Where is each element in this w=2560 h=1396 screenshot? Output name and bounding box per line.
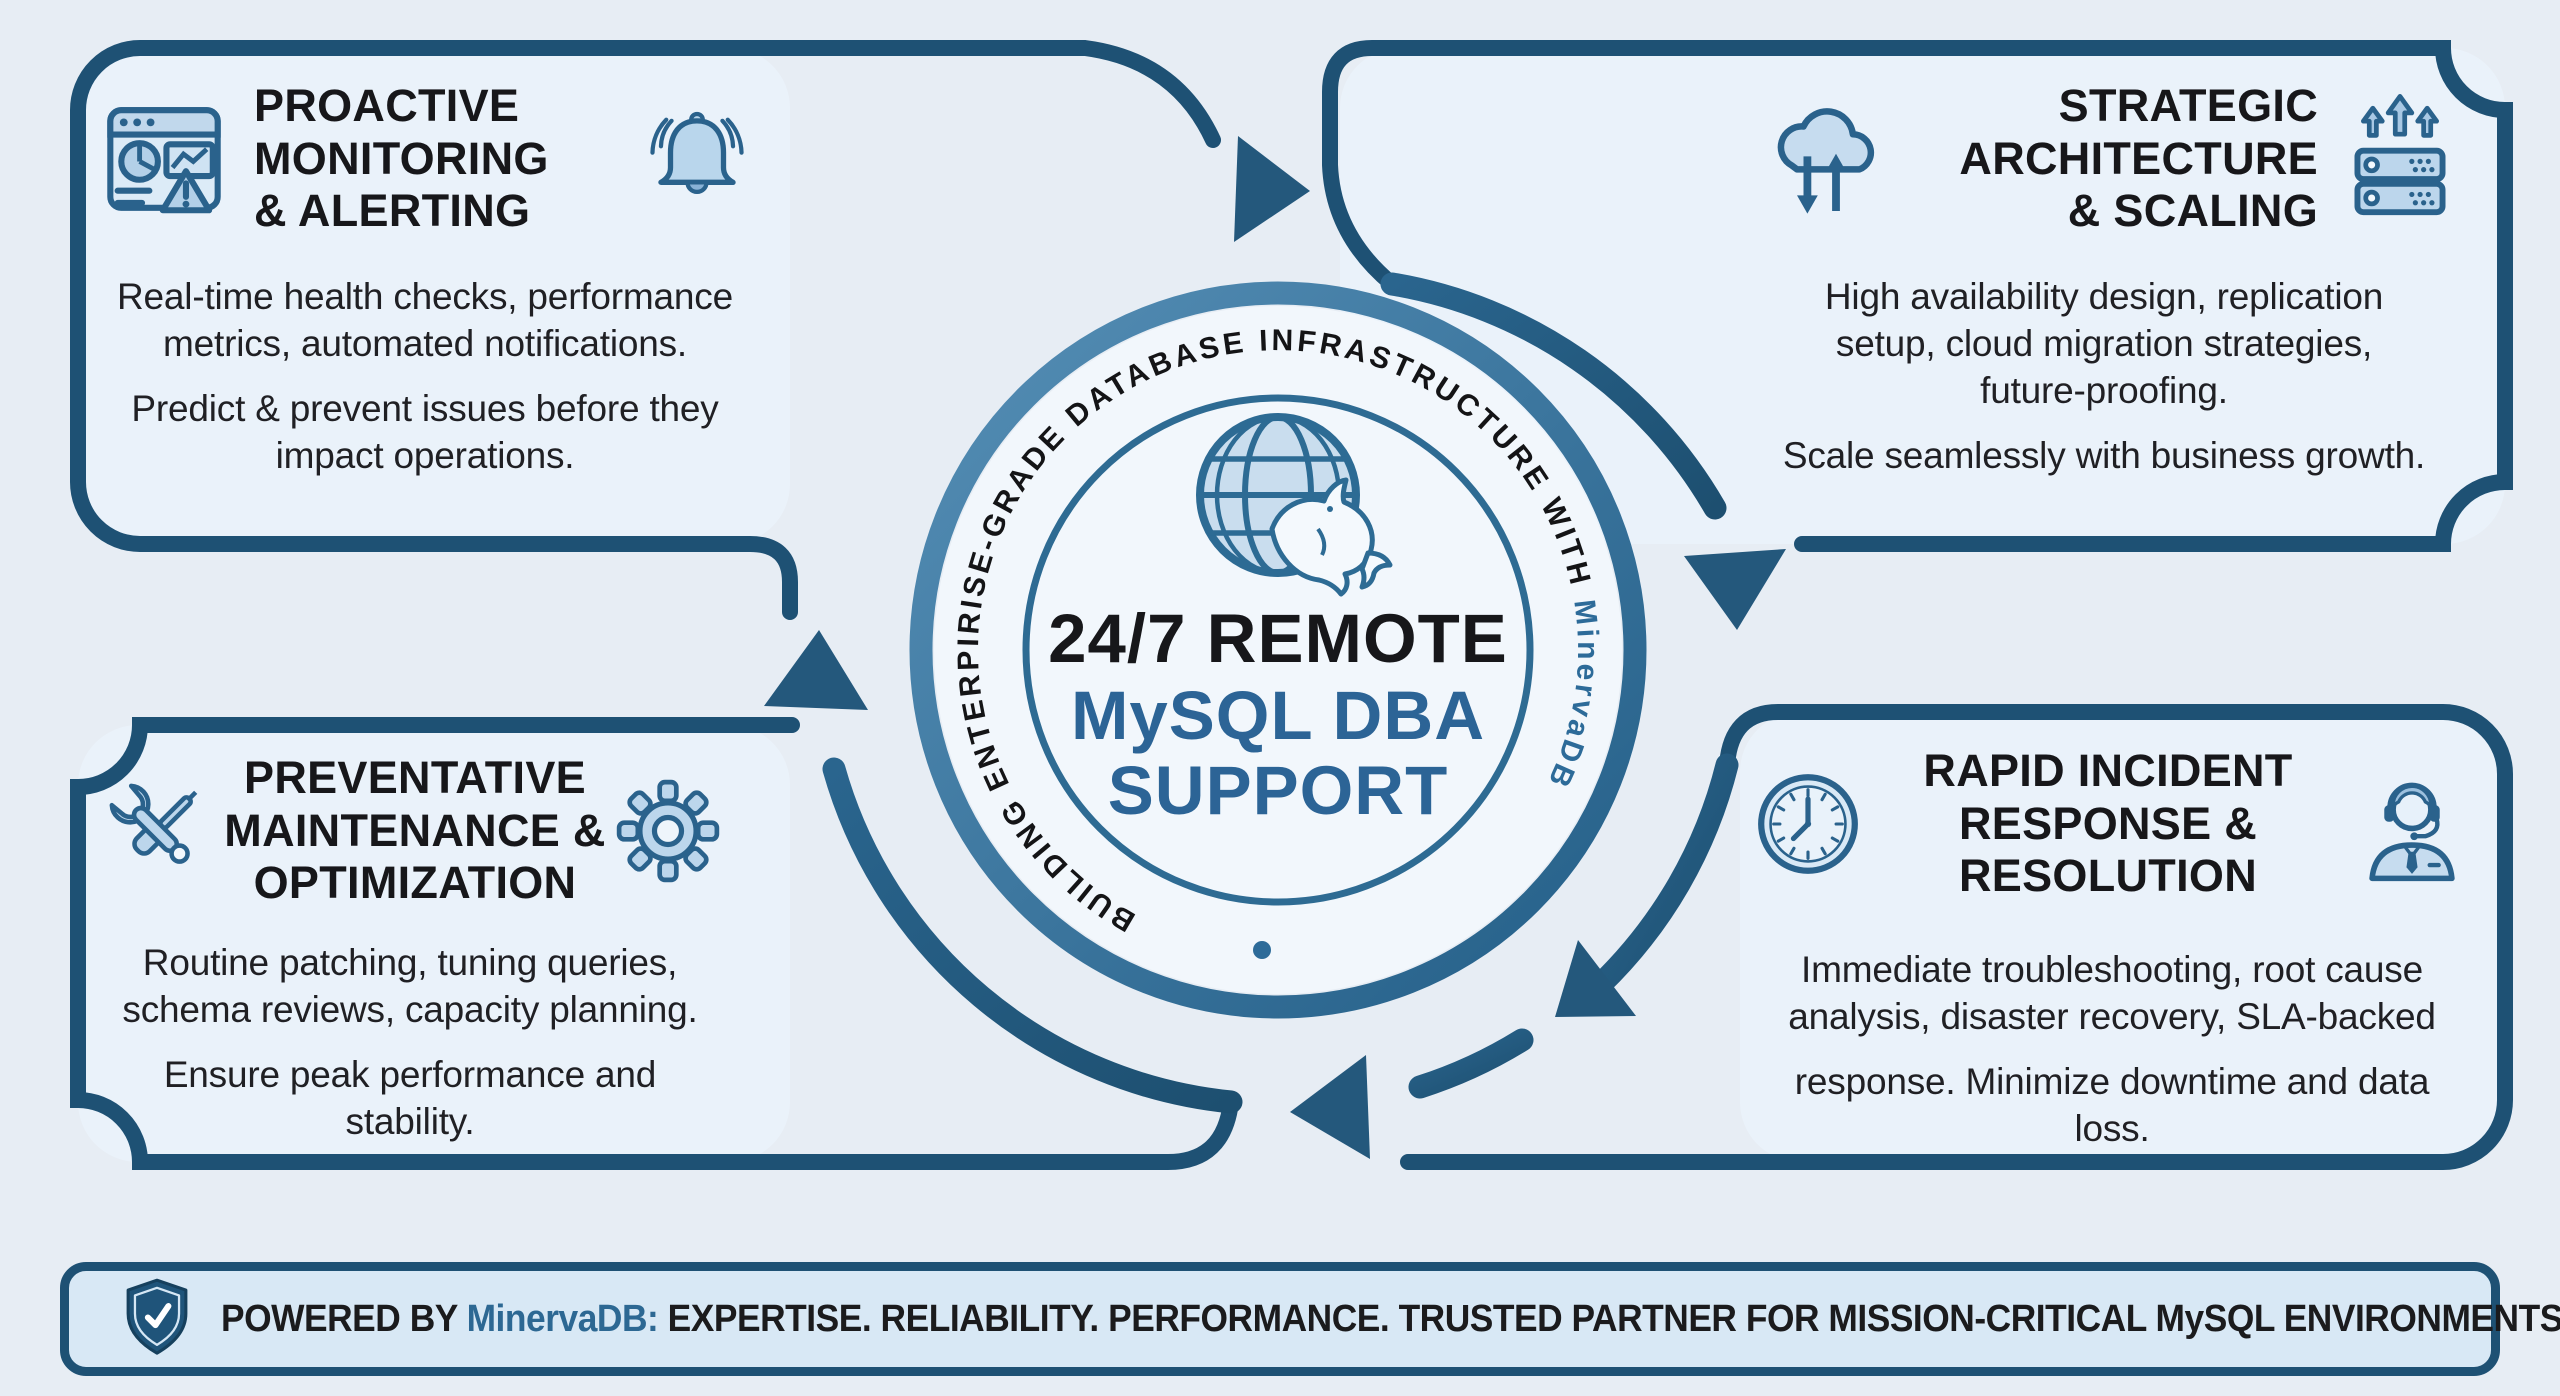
wrench-screwdriver-icon xyxy=(109,783,198,864)
cycle-arc-bottom-lower xyxy=(1408,1028,1534,1099)
quadrant-title: STRATEGIC ARCHITECTURE & SCALING xyxy=(1959,80,2318,237)
gear-icon xyxy=(616,779,720,883)
cloud-sync-icon xyxy=(1777,108,1875,214)
badge-inner-disc xyxy=(934,306,1622,994)
monitoring-dashboard-icon xyxy=(107,107,221,214)
banner-message: EXPERTISE. RELIABILITY. PERFORMANCE. TRU… xyxy=(658,1297,2560,1340)
arrowhead-top xyxy=(1234,136,1310,242)
quadrant-header: RAPID INCIDENT RESPONSE & RESOLUTION xyxy=(1756,745,2468,903)
quadrant-header: PREVENTATIVE MAINTENANCE & OPTIMIZATION xyxy=(100,752,720,910)
quadrant-header: STRATEGIC ARCHITECTURE & SCALING xyxy=(1748,80,2460,238)
banner-brand: MinervaDB: xyxy=(466,1297,659,1340)
quadrant-card-bottom-right: RAPID INCIDENT RESPONSE & RESOLUTION Imm… xyxy=(1756,745,2468,1153)
ring-text-separator-dot xyxy=(1253,941,1271,959)
clock-icon xyxy=(1758,774,1858,874)
banner-text: POWERED BY MinervaDB: EXPERTISE. RELIABI… xyxy=(221,1298,2560,1341)
server-scaling-icon xyxy=(2354,93,2446,216)
card-fill-bottom-right xyxy=(1740,712,2505,1162)
card-fill-bottom-left xyxy=(78,725,790,1162)
arrowhead-bottom xyxy=(1290,1055,1370,1159)
card-border-bottom-right xyxy=(1400,704,2513,1170)
center-title-line3: SUPPORT xyxy=(1108,752,1449,829)
quadrant-body: Real-time health checks, performance met… xyxy=(117,275,733,476)
arrowhead-bottom-right xyxy=(1555,940,1636,1017)
card-fill-top-right xyxy=(1340,48,2505,544)
alert-bell-icon xyxy=(650,111,744,194)
banner-prefix: POWERED BY xyxy=(221,1297,467,1340)
card-border-bottom-left xyxy=(70,717,1239,1170)
card-border-top-left xyxy=(70,40,1221,620)
quadrant-card-bottom-left: PREVENTATIVE MAINTENANCE & OPTIMIZATION … xyxy=(100,752,720,1146)
shield-check-icon xyxy=(126,1278,188,1355)
cycle-arc-left xyxy=(822,757,1243,1114)
badge-thin-ring xyxy=(1022,394,1534,906)
quadrant-header: PROACTIVE MONITORING & ALERTING xyxy=(100,80,750,238)
quadrant-body: Routine patching, tuning queries, schema… xyxy=(122,941,698,1142)
arrowhead-left xyxy=(764,630,868,710)
quadrant-body: High availability design, replication se… xyxy=(1782,275,2426,476)
center-title-line2: MySQL DBA xyxy=(1071,677,1485,754)
center-title-line1: 24/7 REMOTE xyxy=(1048,600,1508,677)
quadrant-title: PREVENTATIVE MAINTENANCE & OPTIMIZATION xyxy=(224,752,606,909)
quadrant-card-top-right: STRATEGIC ARCHITECTURE & SCALING High av… xyxy=(1748,80,2460,480)
quadrant-title: RAPID INCIDENT RESPONSE & RESOLUTION xyxy=(1923,745,2293,902)
quadrant-body: Immediate troubleshooting, root cause an… xyxy=(1788,948,2436,1149)
support-agent-icon xyxy=(2369,782,2455,882)
badge-outer-ring xyxy=(909,281,1647,1019)
cycle-arc-right xyxy=(1380,272,1727,520)
arrowhead-right xyxy=(1684,549,1786,630)
cycle-arc-bottom-upper xyxy=(1588,753,1739,997)
card-border-top-right xyxy=(1322,40,2513,552)
mysql-dolphin-icon xyxy=(1269,477,1393,597)
quadrant-title: PROACTIVE MONITORING & ALERTING xyxy=(254,80,549,237)
card-fill-top-left xyxy=(78,48,790,544)
footer-banner: POWERED BY MinervaDB: EXPERTISE. RELIABI… xyxy=(60,1262,2560,1376)
quadrant-card-top-left: PROACTIVE MONITORING & ALERTING Real-tim… xyxy=(100,80,750,480)
